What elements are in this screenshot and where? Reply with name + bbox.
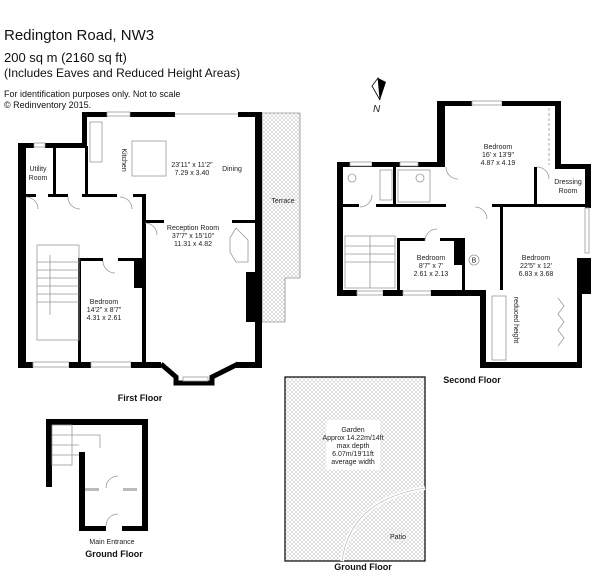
second-floor-title: Second Floor [443, 375, 501, 385]
bedroom-small-dims-imperial: 8'7" x 7' [419, 263, 443, 270]
bedroom-top-label: Bedroom [484, 144, 513, 151]
bedroom-large-label: Bedroom [522, 255, 551, 262]
bedroom-large-dims-metric: 6.83 x 3.68 [519, 271, 554, 278]
north-arrow-icon: N [371, 76, 386, 115]
kitchen-label: Kitchen [120, 148, 127, 171]
garden-depth: Approx 14.22m/14ft [322, 435, 383, 442]
utility-room-label: Utility [29, 166, 47, 173]
first-floor-title: First Floor [118, 393, 163, 403]
disclaimer: For identification purposes only. Not to… [4, 89, 181, 99]
kitchen-dims-imperial: 23'11" x 11'2" [171, 162, 213, 169]
reduced-height-label: reduced height [512, 297, 519, 343]
bedroom-large-dims-imperial: 22'5" x 12' [520, 263, 552, 270]
ground-floor-title: Ground Floor [85, 549, 143, 559]
first-floor-plan: Utility Room Kitchen 23'11" x 11'2" 7.29… [18, 111, 301, 403]
bedroom-small-dims-metric: 2.61 x 2.13 [414, 271, 449, 278]
garden-plan: Garden Approx 14.22m/14ft max depth 6.07… [284, 376, 426, 572]
property-title: Redington Road, NW3 [4, 27, 155, 44]
reception-dims-imperial: 37'7" x 15'10" [172, 233, 215, 240]
total-area: 200 sq m (2160 sq ft) [4, 50, 127, 65]
north-label: N [373, 104, 381, 115]
terrace-label: Terrace [271, 198, 294, 205]
main-entrance-label: Main Entrance [89, 539, 134, 546]
kitchen-dims-metric: 7.29 x 3.40 [175, 170, 210, 177]
area-note: (Includes Eaves and Reduced Height Areas… [4, 66, 241, 80]
second-floor-plan: B Bedroom 16' x 13'9" 4.87 x 4.19 Dressi… [337, 100, 591, 385]
dressing-room-label-2: Room [559, 188, 578, 195]
reception-room-label: Reception Room [167, 225, 219, 232]
garden-depth-note: max depth [337, 443, 370, 450]
bedroom-top-dims-imperial: 16' x 13'9" [482, 152, 515, 159]
bedroom-label: Bedroom [90, 299, 119, 306]
utility-room-label-2: Room [29, 175, 48, 182]
bedroom-small-label: Bedroom [417, 255, 446, 262]
bedroom-dims-imperial: 14'2" x 8'7" [87, 307, 122, 314]
patio-label: Patio [390, 534, 406, 541]
copyright: © Redinventory 2015. [4, 100, 92, 110]
dressing-room-label: Dressing [554, 179, 582, 186]
reception-dims-metric: 11.31 x 4.82 [174, 241, 212, 248]
bedroom-dims-metric: 4.31 x 2.61 [87, 315, 122, 322]
ground-floor-plan: Main Entrance Ground Floor [46, 419, 148, 559]
bedroom-top-dims-metric: 4.87 x 4.19 [481, 160, 516, 167]
terrace-area [261, 112, 301, 323]
dining-label: Dining [222, 166, 242, 173]
garden-width-note: average width [331, 459, 375, 466]
garden-floor-title: Ground Floor [334, 562, 392, 572]
garden-width: 6.07m/19'11ft [332, 451, 374, 458]
boiler-label: B [472, 258, 477, 265]
garden-label: Garden [341, 427, 364, 434]
